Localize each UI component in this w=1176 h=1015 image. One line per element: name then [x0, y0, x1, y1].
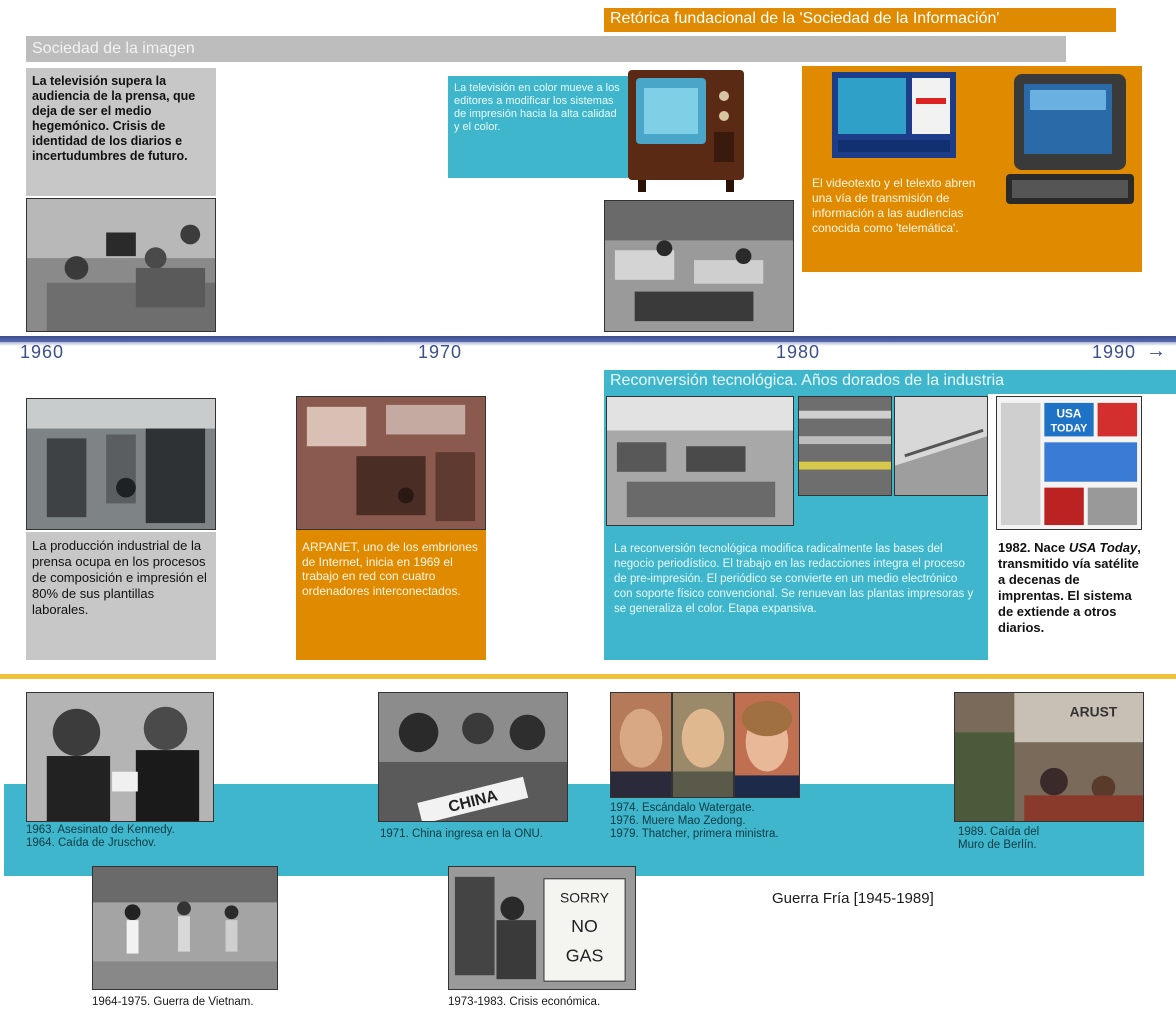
photo-newsroom-80s: [606, 396, 794, 526]
caption-berlin-2: Muro de Berlín.: [958, 839, 1037, 851]
gold-separator: [0, 674, 1176, 679]
box-produccion-text: La producción industrial de la prensa oc…: [32, 538, 207, 617]
box-tv-color: La televisión en color mueve a los edito…: [448, 76, 630, 178]
photo-usa-today: USA TODAY: [996, 396, 1142, 530]
photo-no-gas: SORRY NO GAS: [448, 866, 636, 990]
box-videotexto-text: El videotexto y el telexto abren una vía…: [812, 176, 976, 235]
photo-printing-press: [26, 398, 216, 530]
gas-sign-text-1: SORRY: [560, 889, 609, 905]
photo-arpanet: [296, 396, 486, 530]
box-produccion: La producción industrial de la prensa oc…: [26, 532, 216, 660]
box-arpanet-text: ARPANET, uno de los embriones de Interne…: [302, 540, 478, 598]
usa-today-post: , transmitido vía satélite a decenas de …: [998, 540, 1141, 635]
band-sociedad-imagen: Sociedad de la imagen: [26, 36, 1066, 62]
photo-printing-rolls: [798, 396, 892, 496]
caption-watergate: 1974. Escándalo Watergate. 1976. Muere M…: [610, 802, 830, 841]
photo-minitel-terminal: [1006, 68, 1134, 208]
box-arpanet: ARPANET, uno de los embriones de Interne…: [296, 530, 486, 660]
timeline-axis: [0, 336, 1176, 342]
photo-vietnam: [92, 866, 278, 990]
photo-nixon: [610, 692, 672, 798]
band-reconversion: Reconversión tecnológica. Años dorados d…: [604, 370, 1176, 394]
gas-sign-text-3: GAS: [566, 945, 604, 965]
usa-today-pre: 1982. Nace: [998, 540, 1069, 555]
box-tv-color-text: La televisión en color mueve a los edito…: [454, 82, 620, 133]
year-1970: 1970: [418, 342, 463, 362]
photo-kennedy-jruschov: [26, 692, 214, 822]
photo-thatcher: [734, 692, 800, 798]
caption-watergate-1: 1974. Escándalo Watergate.: [610, 802, 755, 814]
year-1990: 1990: [1092, 342, 1137, 362]
usa-today-name: USA Today: [1068, 540, 1138, 555]
caption-kennedy-1: 1963. Asesinato de Kennedy.: [26, 824, 175, 836]
year-1960: 1960: [20, 342, 65, 362]
photo-berlin-wall: ARUST: [954, 692, 1144, 822]
caption-kennedy: 1963. Asesinato de Kennedy. 1964. Caída …: [26, 824, 226, 850]
caption-berlin: 1989. Caída del Muro de Berlín.: [958, 826, 1078, 852]
box-tv-supera-text: La televisión supera la audiencia de la …: [32, 74, 196, 163]
caption-crisis: 1973-1983. Crisis económica.: [448, 996, 601, 1008]
box-tv-supera: La televisión supera la audiencia de la …: [26, 68, 216, 196]
usa-today-caption: 1982. Nace USA Today, transmitido vía sa…: [998, 540, 1148, 636]
caption-watergate-2: 1976. Muere Mao Zedong.: [610, 815, 746, 827]
photo-newsroom-70s: [604, 200, 794, 332]
photo-videotext-screen: [832, 72, 956, 158]
photo-family-tv: [26, 198, 216, 332]
box-reconversion-text: La reconversión tecnológica modifica rad…: [614, 543, 974, 615]
photo-newspaper-stack: [894, 396, 988, 496]
timeline-axis-shadow: [0, 342, 1176, 346]
band-retorica: Retórica fundacional de la 'Sociedad de …: [604, 8, 1116, 32]
photo-mao: [672, 692, 734, 798]
caption-vietnam: 1964-1975. Guerra de Vietnam.: [92, 996, 254, 1008]
label-guerra-fria: Guerra Fría [1945-1989]: [772, 890, 934, 907]
caption-china: 1971. China ingresa en la ONU.: [380, 828, 544, 840]
caption-berlin-1: 1989. Caída del: [958, 826, 1040, 838]
year-1980: 1980: [776, 342, 821, 362]
gas-sign-text-2: NO: [571, 916, 598, 936]
caption-kennedy-2: 1964. Caída de Jruschov.: [26, 837, 157, 849]
usa-today-logo-text-1: USA: [1057, 407, 1082, 421]
caption-watergate-3: 1979. Thatcher, primera ministra.: [610, 828, 779, 840]
arrow-right-icon: →: [1146, 340, 1167, 362]
photo-color-tv: [624, 66, 748, 196]
photo-china-onu: CHINA: [378, 692, 568, 822]
usa-today-logo-text-2: TODAY: [1051, 422, 1089, 434]
berlin-graffiti-text: ARUST: [1070, 704, 1118, 720]
